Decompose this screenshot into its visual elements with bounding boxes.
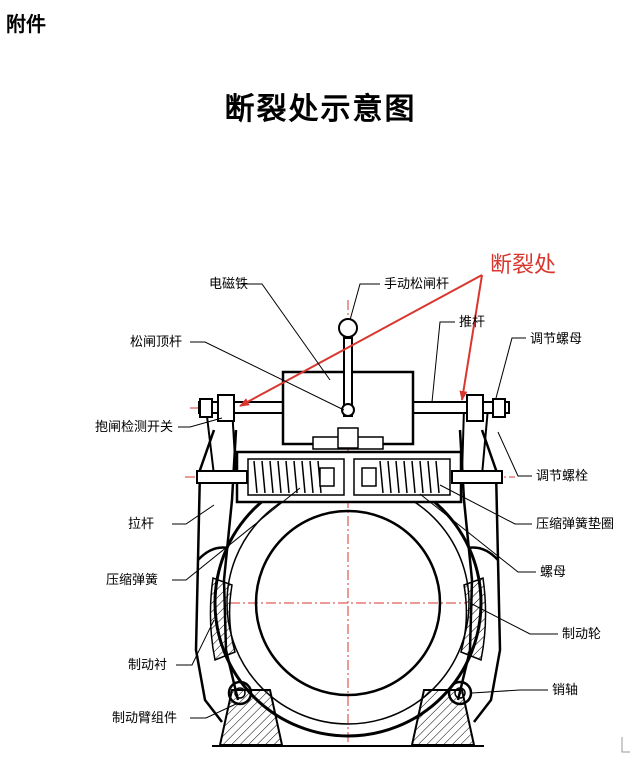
- label-brake-lining: 制动衬: [128, 658, 167, 673]
- fracture-arrows: [239, 274, 483, 407]
- label-release-top-rod: 松闸顶杆: [130, 335, 182, 350]
- pull-rod: [196, 470, 503, 484]
- label-brake-wheel: 制动轮: [562, 627, 601, 642]
- spring-housing: [235, 450, 463, 504]
- label-adjusting-nut: 调节螺母: [530, 332, 582, 347]
- page-title: 断裂处示意图: [224, 92, 417, 127]
- label-pin-shaft: 销轴: [552, 683, 578, 698]
- label-nut: 螺母: [540, 565, 566, 580]
- label-push-rod: 推杆: [459, 315, 485, 330]
- fracture-label: 断裂处: [490, 253, 556, 278]
- label-electromagnet: 电磁铁: [209, 277, 248, 292]
- label-manual-release-lever: 手动松闸杆: [384, 277, 449, 292]
- springs: [253, 460, 440, 494]
- paragraph-mark: [621, 737, 630, 753]
- label-brake-arm-assembly: 制动臂组件: [112, 711, 177, 726]
- label-compression-spring: 压缩弹簧: [106, 572, 158, 588]
- label-compression-spring-washer: 压缩弹簧垫圈: [536, 516, 614, 532]
- label-brake-detect-switch: 抱闸检测开关: [95, 419, 173, 435]
- leader-lines: [172, 283, 558, 719]
- label-pull-rod: 拉杆: [128, 517, 154, 532]
- attachment-label: 附件: [6, 12, 46, 36]
- manual-release-lever: [338, 318, 358, 417]
- label-adjusting-bolt: 调节螺栓: [536, 469, 588, 484]
